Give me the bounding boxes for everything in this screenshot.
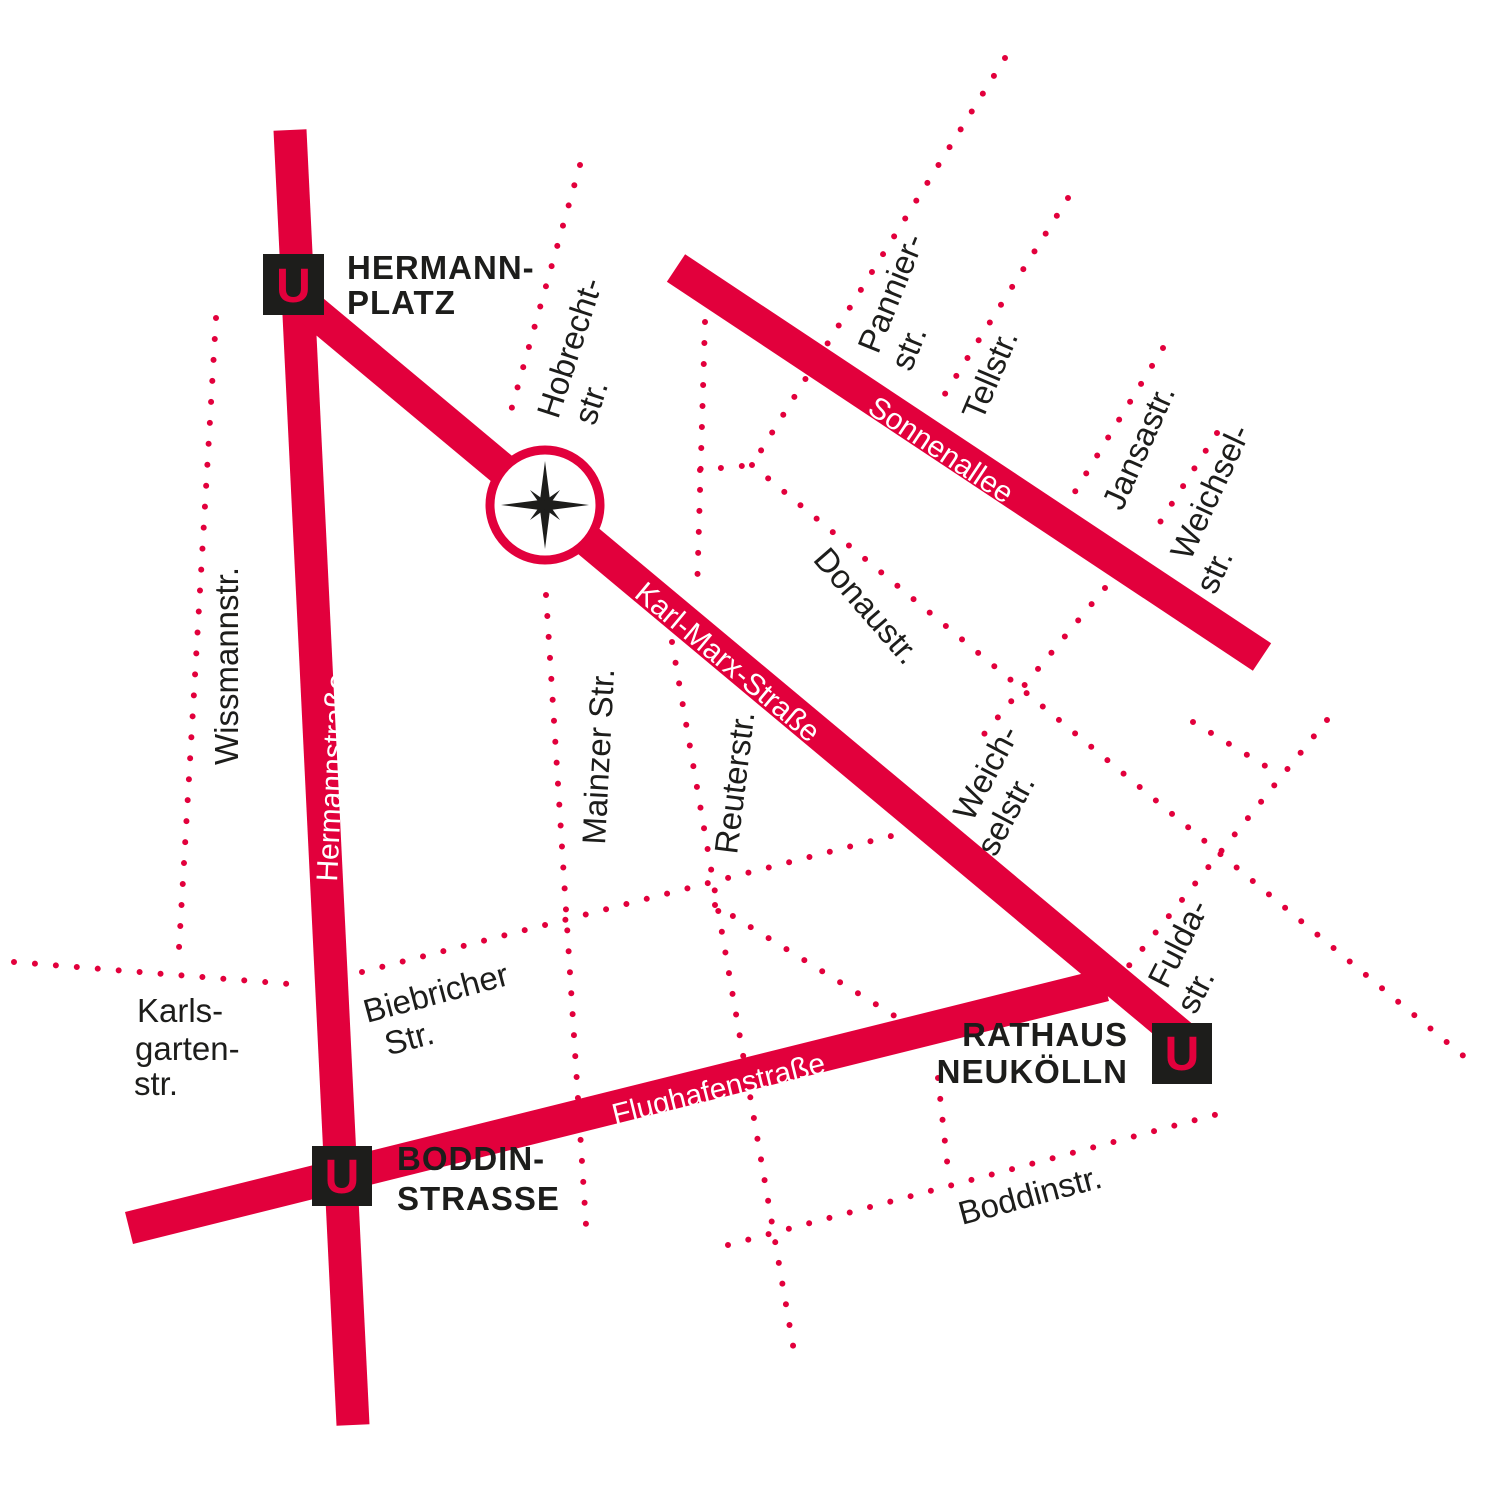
label-weichselstr-top: Weichsel- str. [1163,419,1258,599]
street-weichselstr-top [1147,430,1220,541]
u-bahn-icon [263,254,324,315]
station-rathaus-neukoelln[interactable]: U RATHAUS NEUKÖLLN [937,1016,1212,1090]
street-south-link [712,902,901,1021]
label-weichselstr-top-line1: Weichsel- [1163,419,1258,565]
u-bahn-badge-letter: U [276,260,311,313]
station-boddinstrasse-line1: BODDIN- [397,1140,545,1177]
label-tellstr: Tellstr. [954,324,1025,425]
label-karlsgartenstr-line2: garten- [135,1030,240,1067]
label-wissmannstr: Wissmannstr. [208,567,245,765]
u-bahn-badge-letter: U [325,1151,360,1204]
compass-star-icon [501,461,589,549]
station-hermannplatz-line1: HERMANN- [347,249,535,286]
street-biebricher-str [359,832,898,975]
station-boddinstrasse-line2: STRASSE [397,1180,560,1217]
label-pannierstr: Pannier- str. [850,228,934,375]
label-sonnenallee: Sonnenallee [862,390,1019,510]
station-rathaus-neukoelln-line1: RATHAUS [962,1016,1128,1053]
label-karlsgartenstr-line3: str. [134,1065,178,1102]
label-jansastr: Jansastr. [1095,379,1183,515]
label-karlsgartenstr-line1: Karls- [137,992,223,1029]
label-reuterstr: Reuterstr. [707,709,761,856]
street-reuterstr [694,319,708,595]
road-flughafenstrasse [125,968,1109,1245]
station-rathaus-neukoelln-line2: NEUKÖLLN [937,1053,1128,1090]
label-biebricher-str: Biebricher Str. [359,956,512,1063]
u-bahn-badge-letter: U [1165,1028,1200,1081]
station-hermannplatz[interactable]: U HERMANN- PLATZ [263,249,535,321]
street-weichselstr-mid [972,585,1108,748]
street-east-a [1190,719,1275,773]
u-bahn-icon [1152,1023,1212,1084]
location-marker[interactable] [485,445,605,565]
road-karl-marx-strasse [291,289,1197,1053]
street-karlsgartenstr [11,959,305,988]
u-bahn-icon [312,1146,372,1206]
road-sonnenallee [666,254,1272,671]
label-hobrechtstr: Hobrecht- str. [529,273,615,429]
station-boddinstrasse[interactable]: U BODDIN- STRASSE [312,1140,560,1217]
station-hermannplatz-line2: PLATZ [347,284,456,321]
road-hermannstrasse [273,129,370,1426]
main-roads [125,129,1272,1426]
street-tellstr [935,195,1071,408]
side-streets [11,55,1481,1360]
street-pannierstr [749,55,1008,468]
label-karlsgartenstr: Karls- garten- str. [134,992,240,1102]
street-link-reuter-pannier [697,462,755,473]
street-jansastr [1070,345,1166,498]
label-boddinstr: Boddinstr. [954,1158,1105,1232]
street-east-south [935,1075,951,1173]
street-fuldastr [1120,717,1330,976]
label-mainzer-str: Mainzer Str. [575,668,621,846]
